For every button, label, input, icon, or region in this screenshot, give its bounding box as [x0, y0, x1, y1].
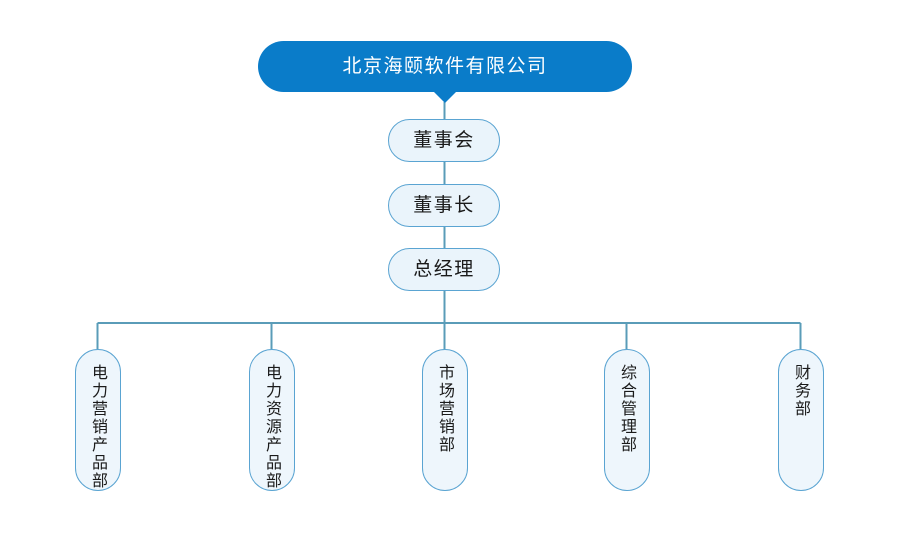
node-chairman-label: 董事长	[413, 194, 475, 216]
node-department-3[interactable]: 综合管理部	[604, 349, 650, 491]
node-department-1-label: 电力资源产品部	[263, 364, 282, 490]
node-board[interactable]: 董事会	[388, 119, 500, 162]
node-general-manager-label: 总经理	[413, 258, 475, 280]
node-department-3-label: 综合管理部	[618, 364, 637, 454]
node-general-manager[interactable]: 总经理	[388, 248, 500, 291]
node-department-2-label: 市场营销部	[436, 364, 455, 454]
node-company[interactable]: 北京海颐软件有限公司	[258, 41, 632, 92]
node-company-label: 北京海颐软件有限公司	[342, 55, 548, 77]
node-department-2[interactable]: 市场营销部	[422, 349, 468, 491]
node-department-0[interactable]: 电力营销产品部	[75, 349, 121, 491]
node-board-label: 董事会	[413, 129, 475, 151]
node-department-4[interactable]: 财务部	[778, 349, 824, 491]
node-chairman[interactable]: 董事长	[388, 184, 500, 227]
company-callout-tail	[432, 90, 458, 103]
node-department-1[interactable]: 电力资源产品部	[249, 349, 295, 491]
node-department-0-label: 电力营销产品部	[89, 364, 108, 490]
node-department-4-label: 财务部	[792, 364, 811, 418]
